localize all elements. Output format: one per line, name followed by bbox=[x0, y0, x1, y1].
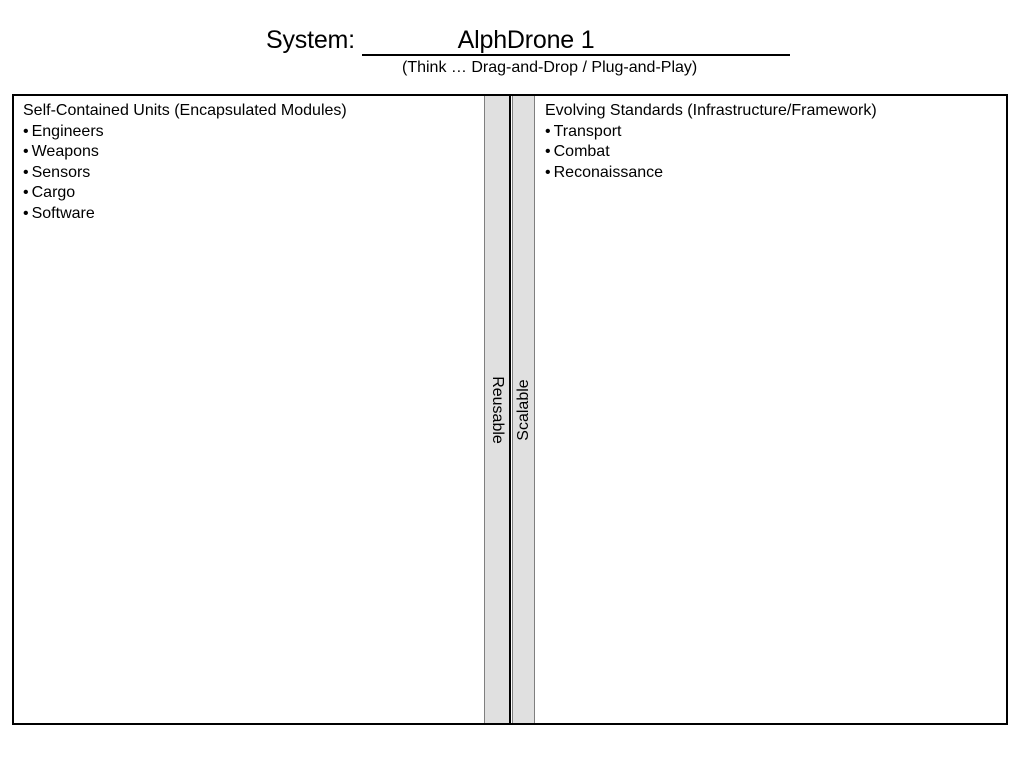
system-label: System: bbox=[266, 26, 362, 54]
list-item: Combat bbox=[545, 142, 1006, 163]
scalable-strip: Scalable bbox=[512, 96, 535, 723]
list-item: Reconaissance bbox=[545, 163, 1006, 184]
list-item: Sensors bbox=[23, 163, 484, 184]
list-item: Cargo bbox=[23, 183, 484, 204]
right-panel-heading: Evolving Standards (Infrastructure/Frame… bbox=[545, 102, 877, 119]
right-panel-list: Transport Combat Reconaissance bbox=[545, 122, 1006, 184]
page-title: System: AlphDrone 1 bbox=[266, 24, 790, 56]
list-item: Weapons bbox=[23, 142, 484, 163]
list-item: Engineers bbox=[23, 122, 484, 143]
left-panel-heading: Self-Contained Units (Encapsulated Modul… bbox=[23, 102, 347, 119]
reusable-strip: Reusable bbox=[484, 96, 509, 723]
left-panel-list: Engineers Weapons Sensors Cargo Software bbox=[23, 122, 484, 225]
center-divider bbox=[509, 96, 511, 723]
list-item: Software bbox=[23, 204, 484, 225]
system-value: AlphDrone 1 bbox=[361, 26, 790, 56]
reusable-label: Reusable bbox=[489, 375, 506, 444]
page-subtitle: (Think … Drag-and-Drop / Plug-and-Play) bbox=[402, 59, 698, 76]
right-panel: Evolving Standards (Infrastructure/Frame… bbox=[536, 96, 1006, 723]
left-panel: Self-Contained Units (Encapsulated Modul… bbox=[14, 96, 484, 723]
scalable-label: Scalable bbox=[514, 378, 532, 441]
list-item: Transport bbox=[545, 122, 1006, 143]
diagram-frame: Self-Contained Units (Encapsulated Modul… bbox=[12, 94, 1008, 725]
